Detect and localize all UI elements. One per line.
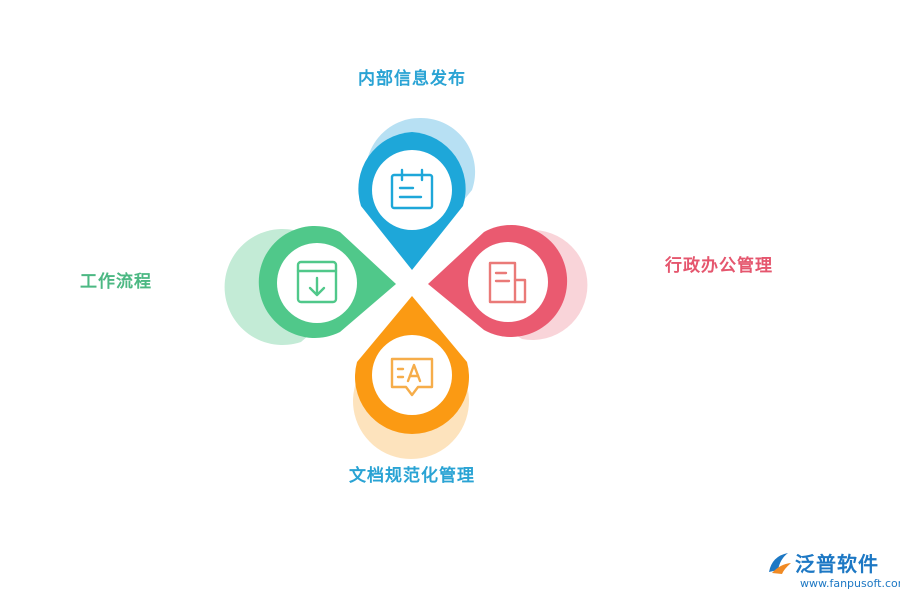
label-internal-info: 内部信息发布: [358, 69, 466, 89]
brand-watermark: 泛普软件 www.fanpusoft.com: [766, 548, 900, 596]
label-doc-standard: 文档规范化管理: [349, 466, 475, 486]
label-workflow: 工作流程: [80, 272, 152, 292]
text-bubble-icon: [390, 357, 434, 397]
label-admin-office: 行政办公管理: [665, 256, 773, 276]
document-icon: [488, 261, 527, 304]
petal-top: [358, 117, 476, 270]
petal-left: [224, 226, 396, 345]
brand-url: www.fanpusoft.com: [800, 577, 900, 590]
fanpu-logo-icon: [769, 553, 791, 574]
petal-right: [428, 225, 588, 340]
petal-bottom: [353, 296, 469, 460]
petal-top-inner-circle: [372, 150, 452, 230]
calendar-icon: [390, 168, 434, 210]
download-icon: [296, 260, 338, 304]
brand-name: 泛普软件: [795, 552, 879, 576]
